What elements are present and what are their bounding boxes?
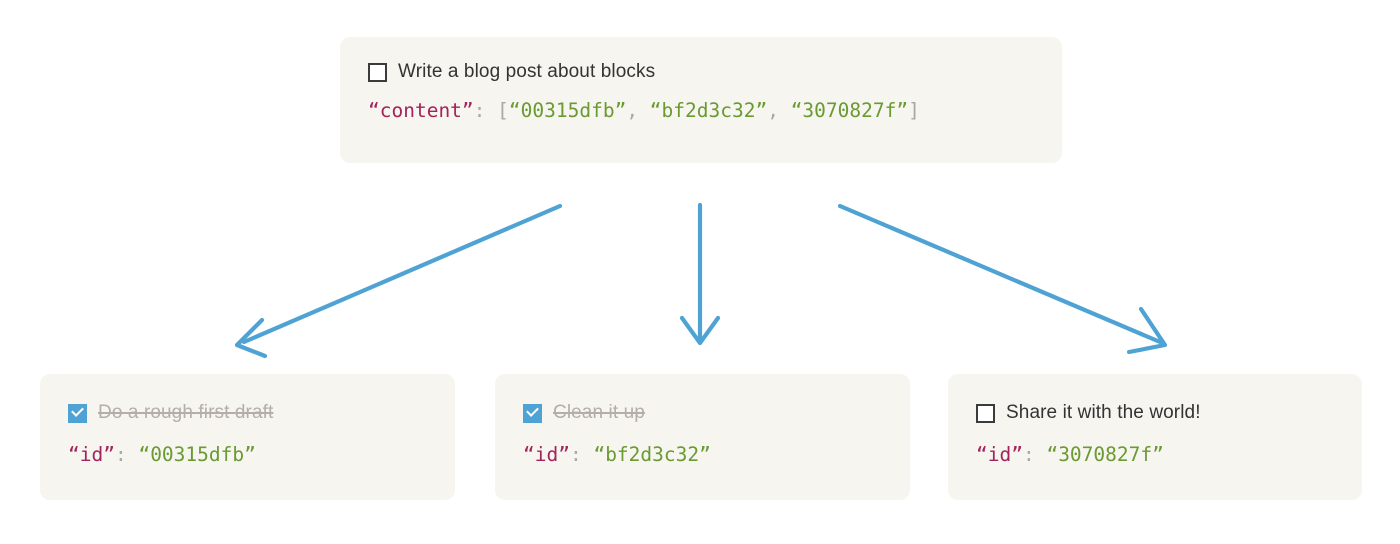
json-colon: : — [114, 443, 139, 466]
checkmark-icon — [526, 403, 539, 417]
checkbox-unchecked-icon[interactable] — [976, 403, 995, 423]
json-line-child-2: “id”: “bf2d3c32” — [523, 443, 882, 466]
todo-row-child-2: Clean it up — [523, 400, 882, 426]
json-value-2: “3070827f” — [790, 99, 909, 122]
checkbox-unchecked-icon[interactable] — [368, 62, 387, 82]
todo-label-root: Write a blog post about blocks — [398, 61, 656, 82]
todo-row-child-1: Do a rough first draft — [68, 400, 427, 426]
todo-row-root: Write a blog post about blocks — [368, 59, 1034, 85]
checkbox-checked-icon[interactable] — [68, 403, 87, 423]
json-open-bracket: [ — [497, 99, 509, 122]
json-key: “id” — [68, 443, 115, 466]
json-key: “id” — [523, 443, 570, 466]
block-card-child-3[interactable]: Share it with the world! “id”: “3070827f… — [948, 374, 1362, 500]
json-colon: : — [1022, 443, 1047, 466]
arrow-to-child-3 — [837, 203, 1168, 355]
block-card-child-2[interactable]: Clean it up “id”: “bf2d3c32” — [495, 374, 910, 500]
checkmark-icon — [71, 403, 84, 417]
json-key: “id” — [976, 443, 1023, 466]
todo-row-child-3: Share it with the world! — [976, 400, 1334, 426]
todo-label-child-3: Share it with the world! — [1006, 402, 1201, 423]
json-separator-1: , — [767, 99, 791, 122]
json-line-child-1: “id”: “00315dfb” — [68, 443, 427, 466]
json-value-1: “bf2d3c32” — [649, 99, 768, 122]
checkbox-checked-icon[interactable] — [523, 403, 542, 423]
json-value: “00315dfb” — [138, 443, 256, 466]
arrow-to-child-1 — [234, 203, 563, 359]
json-value-0: “00315dfb” — [508, 99, 627, 122]
arrow-to-child-2 — [679, 202, 721, 346]
todo-label-child-1: Do a rough first draft — [98, 402, 274, 423]
json-close-bracket: ] — [908, 99, 920, 122]
block-card-root[interactable]: Write a blog post about blocks “content”… — [340, 37, 1062, 163]
json-colon: : — [569, 443, 594, 466]
json-value: “bf2d3c32” — [593, 443, 711, 466]
todo-label-child-2: Clean it up — [553, 402, 645, 423]
json-colon: : — [473, 99, 498, 122]
block-card-child-1[interactable]: Do a rough first draft “id”: “00315dfb” — [40, 374, 455, 500]
json-line-root: “content”: [“00315dfb”, “bf2d3c32”, “307… — [368, 99, 1034, 122]
json-line-child-3: “id”: “3070827f” — [976, 443, 1334, 466]
json-key: “content” — [368, 99, 474, 122]
json-separator-0: , — [626, 99, 650, 122]
json-value: “3070827f” — [1046, 443, 1164, 466]
